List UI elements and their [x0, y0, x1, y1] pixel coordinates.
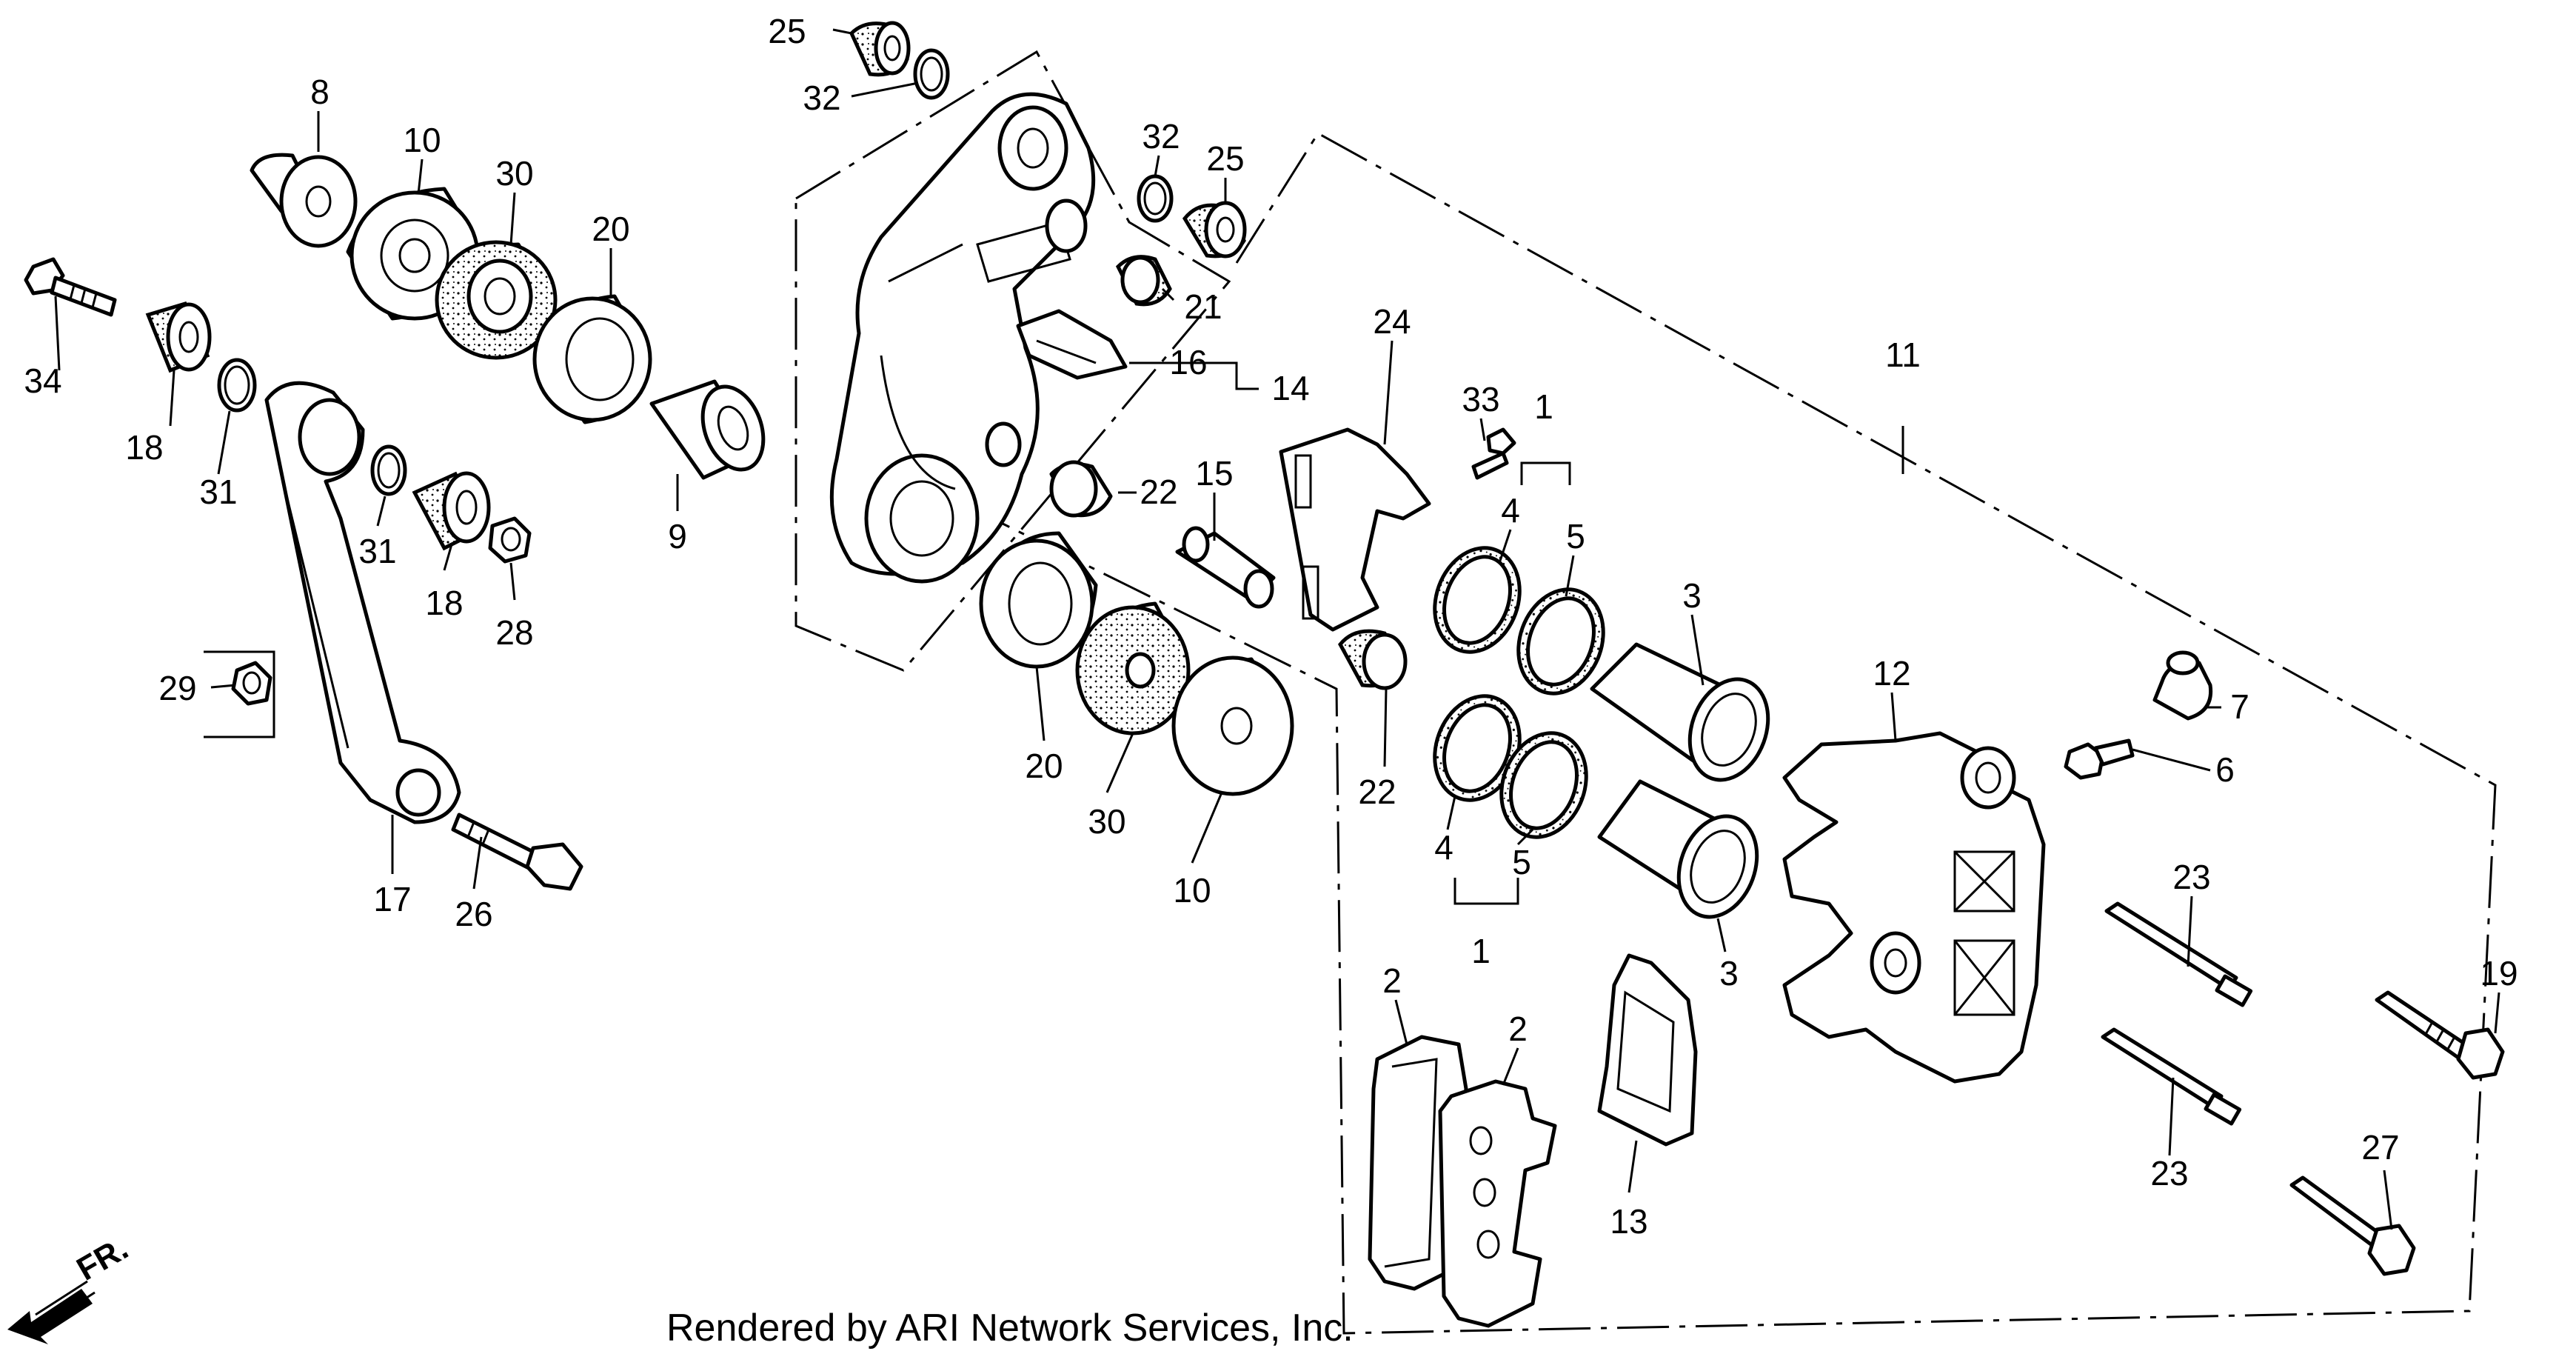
label-28: 28	[495, 613, 533, 652]
label-9: 9	[668, 517, 687, 556]
label-14: 14	[1271, 369, 1309, 407]
part-2-brake-pad-inner[interactable]	[1438, 1079, 1557, 1328]
label-24: 24	[1373, 302, 1411, 341]
leader-lines	[54, 28, 2500, 1230]
label-32-top: 32	[803, 79, 840, 117]
part-29-nut[interactable]	[204, 650, 275, 738]
part-9-sleeve[interactable]	[649, 378, 775, 480]
label-13: 13	[1610, 1202, 1647, 1241]
part-23-pin-upper[interactable]	[2104, 901, 2253, 1007]
part-32-ring-top[interactable]	[913, 48, 950, 100]
part-6-bleeder-valve[interactable]	[2064, 738, 2135, 780]
part-8-collar[interactable]	[250, 153, 358, 248]
label-1-upper: 1	[1534, 387, 1553, 426]
label-32-right: 32	[1142, 117, 1180, 156]
label-33: 33	[1462, 380, 1499, 418]
part-17-pivot-arm[interactable]	[264, 381, 461, 824]
label-2-outer: 2	[1382, 961, 1402, 1000]
part-5-dust-seal-upper[interactable]	[1505, 578, 1618, 706]
label-26: 26	[455, 895, 492, 933]
part-20-seal-lower[interactable]	[979, 531, 1098, 669]
part-13-pad-shim[interactable]	[1597, 953, 1698, 1147]
part-3-piston-lower[interactable]	[1597, 779, 1770, 928]
label-21: 21	[1184, 287, 1222, 326]
part-12-caliper-body[interactable]	[1782, 731, 2046, 1084]
label-22-lower: 22	[1358, 773, 1396, 811]
label-2-inner: 2	[1508, 1010, 1528, 1048]
direction-label: FR.	[71, 1230, 135, 1288]
label-10-lower: 10	[1173, 871, 1211, 910]
part-31-circlip-lower[interactable]	[370, 444, 407, 496]
bracket-group-outline	[794, 50, 1231, 672]
part-28-nut[interactable]	[488, 516, 532, 564]
label-17: 17	[373, 880, 411, 918]
part-19-bolt[interactable]	[2375, 990, 2505, 1080]
part-18-bushing-upper[interactable]	[145, 301, 212, 373]
part-4-piston-seal-upper[interactable]	[1421, 536, 1534, 664]
label-7: 7	[2230, 687, 2249, 726]
label-4-lower: 4	[1434, 828, 1453, 867]
label-12: 12	[1873, 654, 1910, 693]
label-5-lower: 5	[1512, 843, 1531, 881]
part-31-circlip-upper[interactable]	[217, 358, 257, 413]
part-22-boot-lower[interactable]	[1338, 629, 1408, 690]
label-10-upper: 10	[403, 121, 441, 159]
part-16-clip[interactable]	[1016, 309, 1128, 380]
arrow-left-down-icon	[7, 1280, 96, 1344]
part-23-pin-lower[interactable]	[2101, 1027, 2242, 1126]
part-15-pin[interactable]	[1175, 526, 1276, 609]
label-31-upper: 31	[199, 473, 237, 511]
part-26-bolt[interactable]	[451, 813, 583, 891]
part-20-seal-upper[interactable]	[532, 294, 652, 424]
label-5-upper: 5	[1566, 517, 1585, 556]
part-27-bolt[interactable]	[2289, 1175, 2416, 1276]
footer-credit: Rendered by ARI Network Services, Inc.	[666, 1307, 1354, 1350]
label-4-upper: 4	[1501, 491, 1520, 530]
label-25-right: 25	[1206, 139, 1244, 178]
label-20-upper: 20	[592, 210, 629, 248]
part-22-boot-upper[interactable]	[1049, 460, 1113, 518]
label-23-lower: 23	[2150, 1154, 2188, 1192]
part-25-boot-top[interactable]	[849, 21, 911, 77]
part-25-boot-right[interactable]	[1182, 201, 1247, 258]
label-22-upper: 22	[1140, 473, 1177, 511]
label-20-lower: 20	[1025, 747, 1063, 785]
label-3-upper: 3	[1682, 576, 1702, 615]
label-25-top: 25	[768, 12, 806, 50]
part-30-bearing-lower[interactable]	[1075, 601, 1191, 735]
label-11: 11	[1885, 336, 1921, 374]
label-18-upper: 18	[125, 428, 163, 467]
label-6: 6	[2215, 750, 2235, 789]
label-19: 19	[2480, 954, 2518, 993]
caliper-group-outline	[991, 132, 2497, 1335]
part-3-piston-upper[interactable]	[1590, 642, 1782, 791]
part-33-screw[interactable]	[1471, 427, 1516, 480]
part-32-ring-right[interactable]	[1137, 174, 1174, 223]
part-14-bracket[interactable]	[829, 92, 1096, 584]
label-23-upper: 23	[2172, 858, 2210, 896]
label-30-lower: 30	[1088, 802, 1125, 841]
part-30-bearing-upper[interactable]	[435, 240, 558, 360]
part-18-bushing-lower[interactable]	[412, 471, 491, 551]
label-1-lower: 1	[1471, 932, 1491, 970]
label-29: 29	[158, 669, 196, 707]
part-21-boot[interactable]	[1115, 255, 1172, 307]
part-24-pad-spring[interactable]	[1279, 427, 1431, 632]
part-labels: 25 32 8 10 30 20 34 18 31 9 31 18 28 29 …	[24, 12, 2518, 1241]
part-10-dust-seal-lower[interactable]	[1171, 656, 1294, 796]
label-31-lower: 31	[358, 532, 396, 570]
label-3-lower: 3	[1719, 954, 1739, 993]
part-34-bolt[interactable]	[24, 257, 117, 317]
label-18-lower: 18	[425, 584, 463, 622]
label-8: 8	[310, 73, 329, 111]
label-16: 16	[1169, 343, 1207, 381]
label-27: 27	[2361, 1128, 2399, 1167]
label-15: 15	[1195, 454, 1233, 493]
label-30-upper: 30	[495, 154, 533, 193]
label-34: 34	[24, 361, 61, 400]
part-7-bleeder-cap[interactable]	[2152, 650, 2213, 721]
